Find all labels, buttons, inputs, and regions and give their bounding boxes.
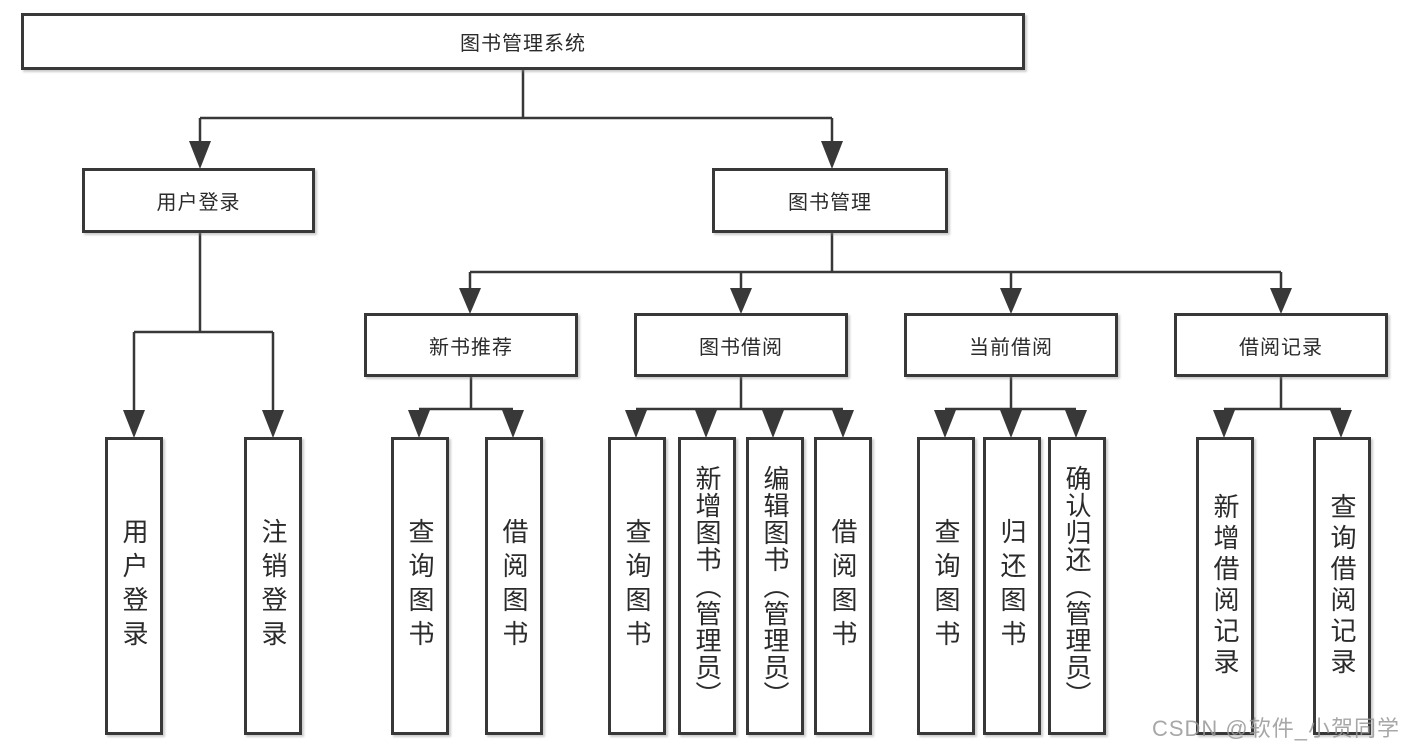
leaf-record-query: 查询借阅记录: [1313, 437, 1371, 735]
leaf-borrow-query: 查询图书: [608, 437, 666, 735]
leaf-newbook-borrow: 借阅图书: [485, 437, 543, 735]
leaf-borrow-add-admin: 新增图书（管理员）: [678, 437, 736, 735]
leaf-current-query: 查询图书: [917, 437, 975, 735]
node-new-book-recommend: 新书推荐: [364, 313, 578, 377]
leaf-current-return: 归还图书: [983, 437, 1041, 735]
leaf-newbook-query: 查询图书: [391, 437, 449, 735]
node-borrow-record: 借阅记录: [1174, 313, 1388, 377]
leaf-record-add: 新增借阅记录: [1196, 437, 1254, 735]
csdn-watermark: CSDN @软件_小贺同学: [1151, 716, 1400, 741]
leaf-logout: 注销登录: [244, 437, 302, 735]
leaf-borrow-borrow: 借阅图书: [814, 437, 872, 735]
leaf-user-login: 用户登录: [105, 437, 163, 735]
node-book-borrow: 图书借阅: [634, 313, 848, 377]
leaf-current-confirm-admin: 确认归还（管理员）: [1048, 437, 1106, 735]
leaf-borrow-edit-admin: 编辑图书（管理员）: [746, 437, 804, 735]
arrowheads: [123, 141, 1352, 438]
node-book-management: 图书管理: [712, 168, 948, 233]
node-system-root: 图书管理系统: [21, 13, 1025, 70]
node-current-borrow: 当前借阅: [904, 313, 1118, 377]
node-user-login: 用户登录: [82, 168, 315, 233]
